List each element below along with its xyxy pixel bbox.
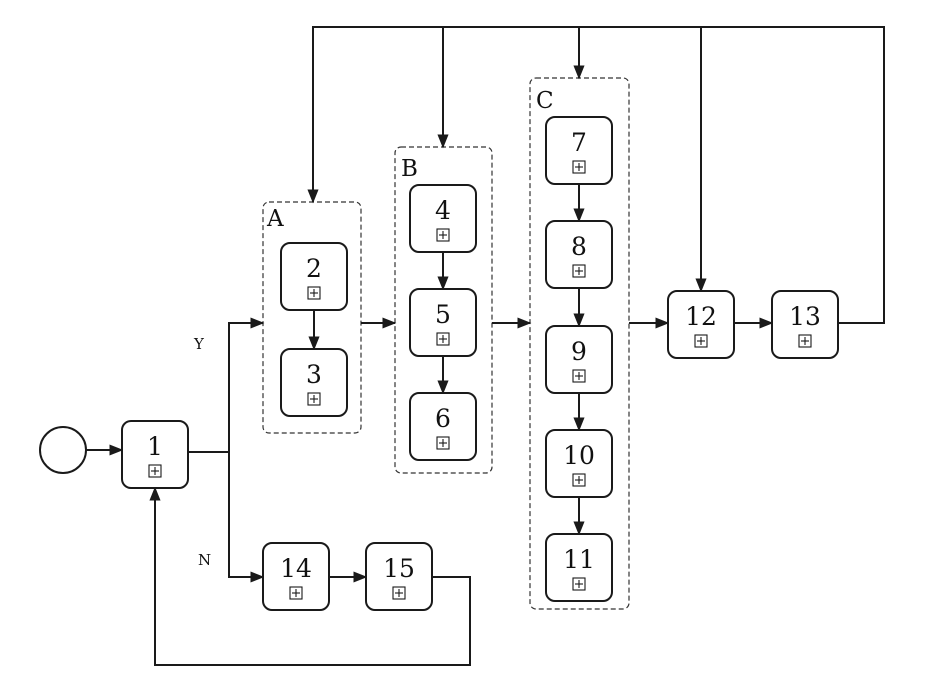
group-b-label: B <box>401 156 418 182</box>
connector-20 <box>149 486 471 666</box>
expand-plus-icon[interactable] <box>436 436 450 450</box>
task-1-label: 1 <box>147 432 163 461</box>
task-3-shape <box>280 348 348 417</box>
task-9-label: 9 <box>571 337 587 366</box>
task-6-box[interactable]: 6 <box>409 392 477 461</box>
expand-plus-icon[interactable] <box>572 473 586 487</box>
task-1-box[interactable]: 1 <box>121 420 189 489</box>
task-5-label: 5 <box>435 300 451 329</box>
task-2-shape <box>280 242 348 311</box>
expand-plus-icon[interactable] <box>392 586 406 600</box>
task-6-label: 6 <box>435 404 451 433</box>
task-11-shape <box>545 533 613 602</box>
task-9-shape <box>545 325 613 394</box>
expand-plus-icon[interactable] <box>572 264 586 278</box>
task-1-shape <box>121 420 189 489</box>
task-12-shape <box>667 290 735 359</box>
expand-plus-icon[interactable] <box>798 334 812 348</box>
connector-15 <box>307 26 885 324</box>
expand-plus-icon[interactable] <box>572 577 586 591</box>
expand-plus-icon[interactable] <box>307 392 321 406</box>
task-2-label: 2 <box>306 254 322 283</box>
task-11-label: 11 <box>563 545 595 574</box>
task-10-label: 10 <box>563 441 595 470</box>
group-a-label: A <box>266 206 284 232</box>
expand-plus-icon[interactable] <box>436 332 450 346</box>
task-15-box[interactable]: 15 <box>365 542 433 611</box>
task-5-box[interactable]: 5 <box>409 288 477 357</box>
task-2-box[interactable]: 2 <box>280 242 348 311</box>
task-10-box[interactable]: 10 <box>545 429 613 498</box>
task-11-box[interactable]: 11 <box>545 533 613 602</box>
task-12-label: 12 <box>685 302 717 331</box>
connector-3 <box>228 452 265 583</box>
expand-plus-icon[interactable] <box>148 464 162 478</box>
task-7-box[interactable]: 7 <box>545 116 613 185</box>
task-14-label: 14 <box>280 554 312 583</box>
task-14-box[interactable]: 14 <box>262 542 330 611</box>
expand-plus-icon[interactable] <box>289 586 303 600</box>
task-7-label: 7 <box>571 128 587 157</box>
connectors-layer <box>86 26 885 666</box>
group-c-label: C <box>536 88 554 114</box>
task-3-label: 3 <box>306 360 322 389</box>
task-3-box[interactable]: 3 <box>280 348 348 417</box>
task-4-label: 4 <box>435 196 451 225</box>
connector-2 <box>188 317 265 453</box>
task-13-box[interactable]: 13 <box>771 290 839 359</box>
task-15-shape <box>365 542 433 611</box>
task-13-shape <box>771 290 839 359</box>
branch-label-no: N <box>198 551 211 569</box>
task-14-shape <box>262 542 330 611</box>
task-4-box[interactable]: 4 <box>409 184 477 253</box>
task-15-label: 15 <box>383 554 415 583</box>
task-5-shape <box>409 288 477 357</box>
start-event-circle[interactable] <box>39 426 87 474</box>
task-4-shape <box>409 184 477 253</box>
task-12-box[interactable]: 12 <box>667 290 735 359</box>
expand-plus-icon[interactable] <box>694 334 708 348</box>
expand-plus-icon[interactable] <box>572 369 586 383</box>
task-8-label: 8 <box>571 232 587 261</box>
branch-label-yes: Y <box>193 335 205 353</box>
task-6-shape <box>409 392 477 461</box>
task-7-shape <box>545 116 613 185</box>
task-9-box[interactable]: 9 <box>545 325 613 394</box>
expand-plus-icon[interactable] <box>572 160 586 174</box>
task-10-shape <box>545 429 613 498</box>
expand-plus-icon[interactable] <box>307 286 321 300</box>
task-8-shape <box>545 220 613 289</box>
expand-plus-icon[interactable] <box>436 228 450 242</box>
task-13-label: 13 <box>789 302 821 331</box>
task-8-box[interactable]: 8 <box>545 220 613 289</box>
